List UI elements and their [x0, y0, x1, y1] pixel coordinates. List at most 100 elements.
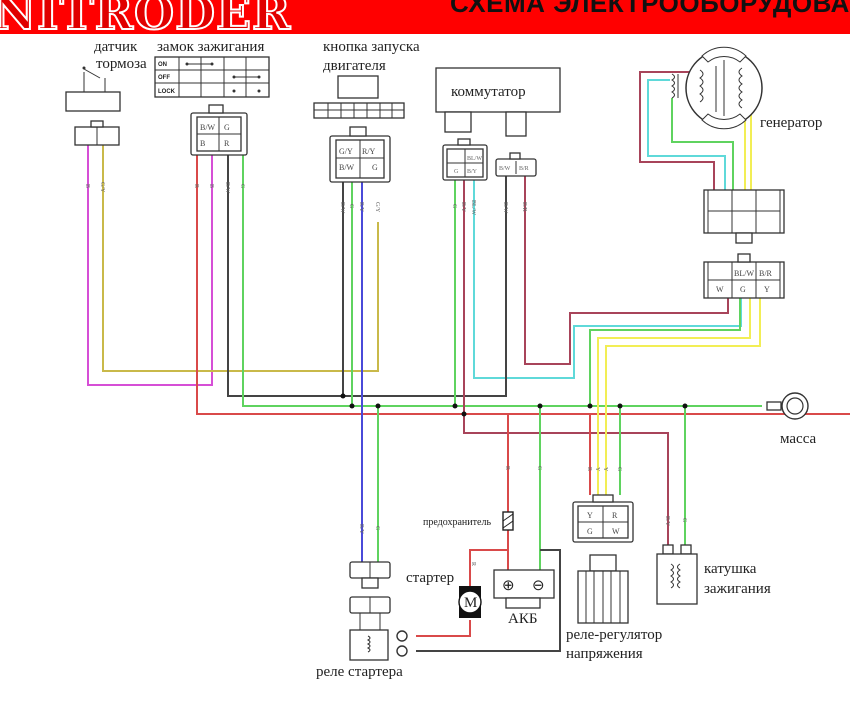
regulator-label-1: реле-регулятор — [566, 627, 662, 643]
wire-label: B/Y — [664, 516, 670, 527]
generator-label: генератор — [760, 115, 822, 131]
diagram-title: СХЕМА ЭЛЕКТРООБОРУДОВА — [450, 0, 850, 18]
start-button-connector — [329, 126, 391, 183]
pin-label: W — [612, 527, 620, 536]
starter-label: стартер — [406, 570, 454, 586]
wire-starter-red — [469, 549, 508, 590]
wire-label: G — [616, 467, 622, 472]
pin-label: G/Y — [339, 147, 353, 156]
ignition-coil-icon — [656, 544, 698, 605]
pin-label: Y — [764, 285, 770, 294]
lock-position-on: ON — [158, 62, 167, 68]
wire-label: R/Y — [358, 202, 364, 213]
wire-gen-maroon — [639, 71, 715, 190]
fuse-label: предохранитель — [423, 517, 491, 528]
wire-lock-red — [196, 155, 850, 415]
wire-label: R — [470, 562, 476, 566]
wire-relay-red — [416, 620, 471, 637]
ground-terminal-icon — [766, 392, 809, 420]
commutator-connector-b — [495, 152, 537, 177]
pin-label: G — [372, 163, 378, 172]
wire-label: BL/W — [470, 200, 476, 215]
ground-label: масса — [780, 431, 817, 447]
battery-minus: ⊖ — [532, 578, 545, 594]
wire-label: B — [208, 184, 214, 188]
pin-label: W — [716, 285, 724, 294]
ignition-lock-label: замок зажигания — [157, 39, 264, 55]
pin-label: B/R — [759, 269, 773, 278]
regulator-connector — [572, 494, 634, 543]
brake-sensor-label-1: датчик — [94, 39, 138, 55]
pin-label: B/W — [200, 123, 216, 132]
pin-label: B/W — [499, 166, 511, 172]
commutator-connector-a — [442, 138, 488, 181]
lock-position-lock: LOCK — [158, 89, 176, 95]
brake-sensor — [65, 66, 121, 146]
regulator-label-2: напряжения — [566, 646, 643, 662]
wire-label: G — [681, 518, 687, 523]
pin-label: Y — [587, 511, 593, 520]
pin-label: G — [587, 527, 593, 536]
wire-label: Y — [594, 467, 600, 472]
battery-icon — [493, 569, 555, 609]
pin-label: R — [224, 139, 230, 148]
starter-relay-icon — [349, 561, 408, 661]
pin-label: BL/W — [467, 156, 482, 162]
battery-label: АКБ — [508, 611, 537, 627]
wire-label: R/Y — [358, 524, 364, 535]
wire-label: R — [193, 184, 199, 188]
wire-gen-cyan — [647, 79, 726, 190]
wire-label: G/Y — [99, 182, 105, 193]
wire-label: R — [586, 467, 592, 471]
pin-label: BL/W — [734, 269, 754, 278]
wire-label: G — [374, 526, 380, 531]
wire-comm-maroon — [463, 180, 669, 510]
fuse-icon — [502, 511, 514, 531]
wire-batt-black — [416, 549, 561, 652]
ignition-lock-connector — [190, 104, 248, 156]
wire-comm-cyan — [473, 180, 742, 379]
ignition-coil-label-2: зажигания — [704, 581, 771, 597]
generator-connector-upper — [703, 189, 785, 244]
pin-label: R — [612, 511, 618, 520]
wire-reg-yellow1 — [597, 290, 751, 495]
wire-reg-green — [589, 290, 741, 406]
wire-label: G — [536, 466, 542, 471]
wire-layer — [87, 70, 850, 652]
starter-relay-label: реле стартера — [316, 664, 403, 680]
pin-label: G — [454, 169, 459, 175]
wire-gen-green — [671, 98, 734, 190]
regulator-body — [577, 554, 629, 624]
commutator-label: коммутатор — [451, 84, 526, 100]
wire-label: B/W — [224, 182, 230, 194]
junction-dots — [340, 393, 688, 417]
generator-connector-lower — [703, 253, 785, 299]
header-banner: NITRODER СХЕМА ЭЛЕКТРООБОРУДОВА — [0, 0, 850, 34]
start-button-label-2: двигателя — [323, 58, 386, 74]
pin-label: G — [740, 285, 746, 294]
brand-logo: NITRODER — [0, 0, 292, 34]
starter-motor-icon — [458, 586, 482, 618]
brake-sensor-label-2: тормоза — [96, 56, 147, 72]
wire-label: B/R — [521, 202, 527, 212]
wire-label: B/W — [502, 202, 508, 214]
battery-plus: ⊕ — [502, 578, 515, 594]
wire-lock-green — [242, 155, 762, 407]
wire-label: G — [239, 184, 245, 189]
wire-comm-red — [524, 176, 729, 365]
wire-label: R — [504, 466, 510, 470]
wire-label: G/Y — [374, 202, 380, 213]
wire-brake-olive — [102, 145, 379, 372]
wire-label: B — [84, 184, 90, 188]
pin-label: R/Y — [362, 147, 376, 156]
start-button-label-1: кнопка запуска — [323, 39, 420, 55]
pin-label: B/W — [339, 163, 355, 172]
pin-label: B/Y — [467, 169, 478, 175]
pin-label: G — [224, 123, 230, 132]
wire-brake-pink — [87, 145, 213, 386]
pin-label: B — [200, 139, 205, 148]
ignition-lock-switch-table — [154, 56, 270, 98]
starter-motor-symbol: M — [464, 595, 477, 611]
pin-label: B/R — [519, 166, 529, 172]
ignition-coil-label-1: катушка — [704, 561, 757, 577]
